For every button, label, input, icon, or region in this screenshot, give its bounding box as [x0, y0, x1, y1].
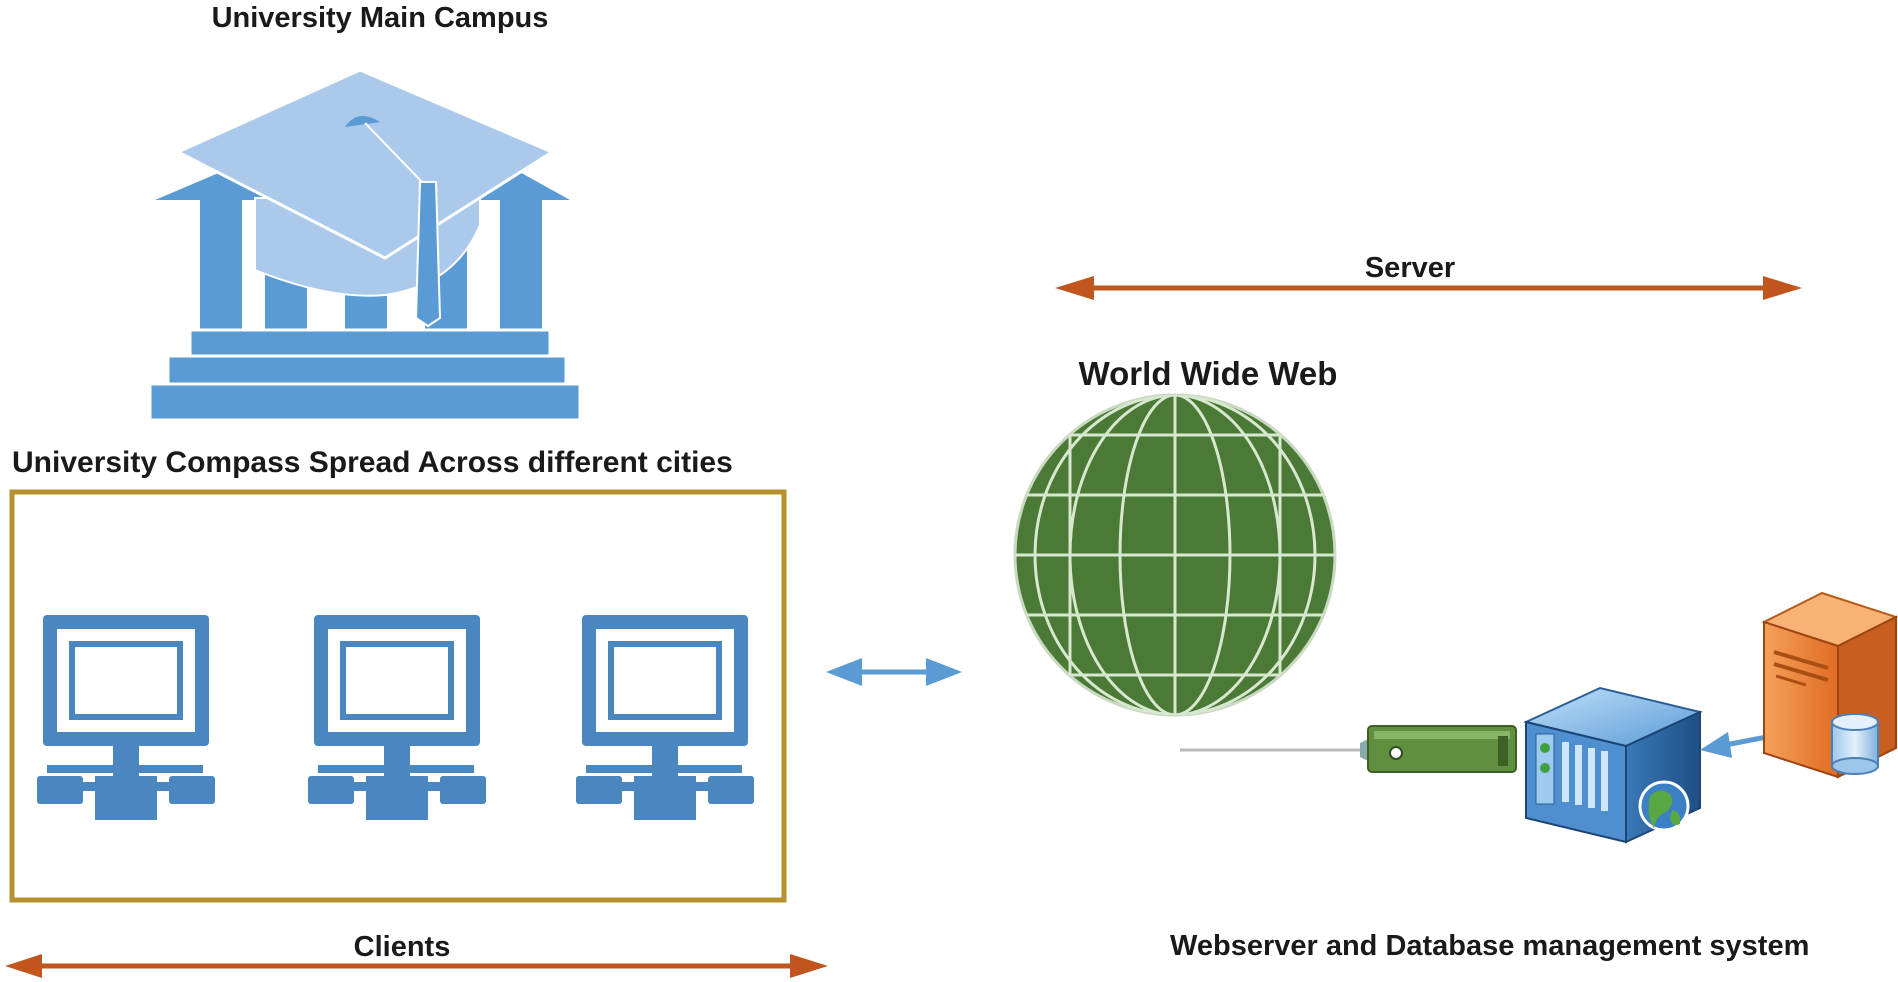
campuses-label: University Compass Spread Across differe…: [12, 446, 733, 479]
modem-icon: [1180, 725, 1517, 773]
webserver-db-label: Webserver and Database management system: [1170, 930, 1809, 962]
server-range-arrow: [1055, 276, 1802, 300]
www-label: World Wide Web: [1079, 355, 1338, 392]
client-web-link-arrow: [826, 658, 962, 686]
clients-label: Clients: [354, 931, 451, 963]
computer-terminal-icon: [37, 615, 215, 820]
graduation-cap-icon: [174, 68, 556, 328]
database-server-icon: [1761, 591, 1898, 779]
main-campus-label: University Main Campus: [212, 2, 549, 34]
clients-range-arrow: [5, 954, 828, 978]
campus-clients-frame: [9, 489, 787, 903]
server-label: Server: [1365, 252, 1455, 284]
globe-icon: [1013, 393, 1337, 717]
web-server-icon: [1522, 686, 1704, 844]
computer-terminal-icon: [308, 615, 486, 820]
computer-terminal-icon: [576, 615, 754, 820]
